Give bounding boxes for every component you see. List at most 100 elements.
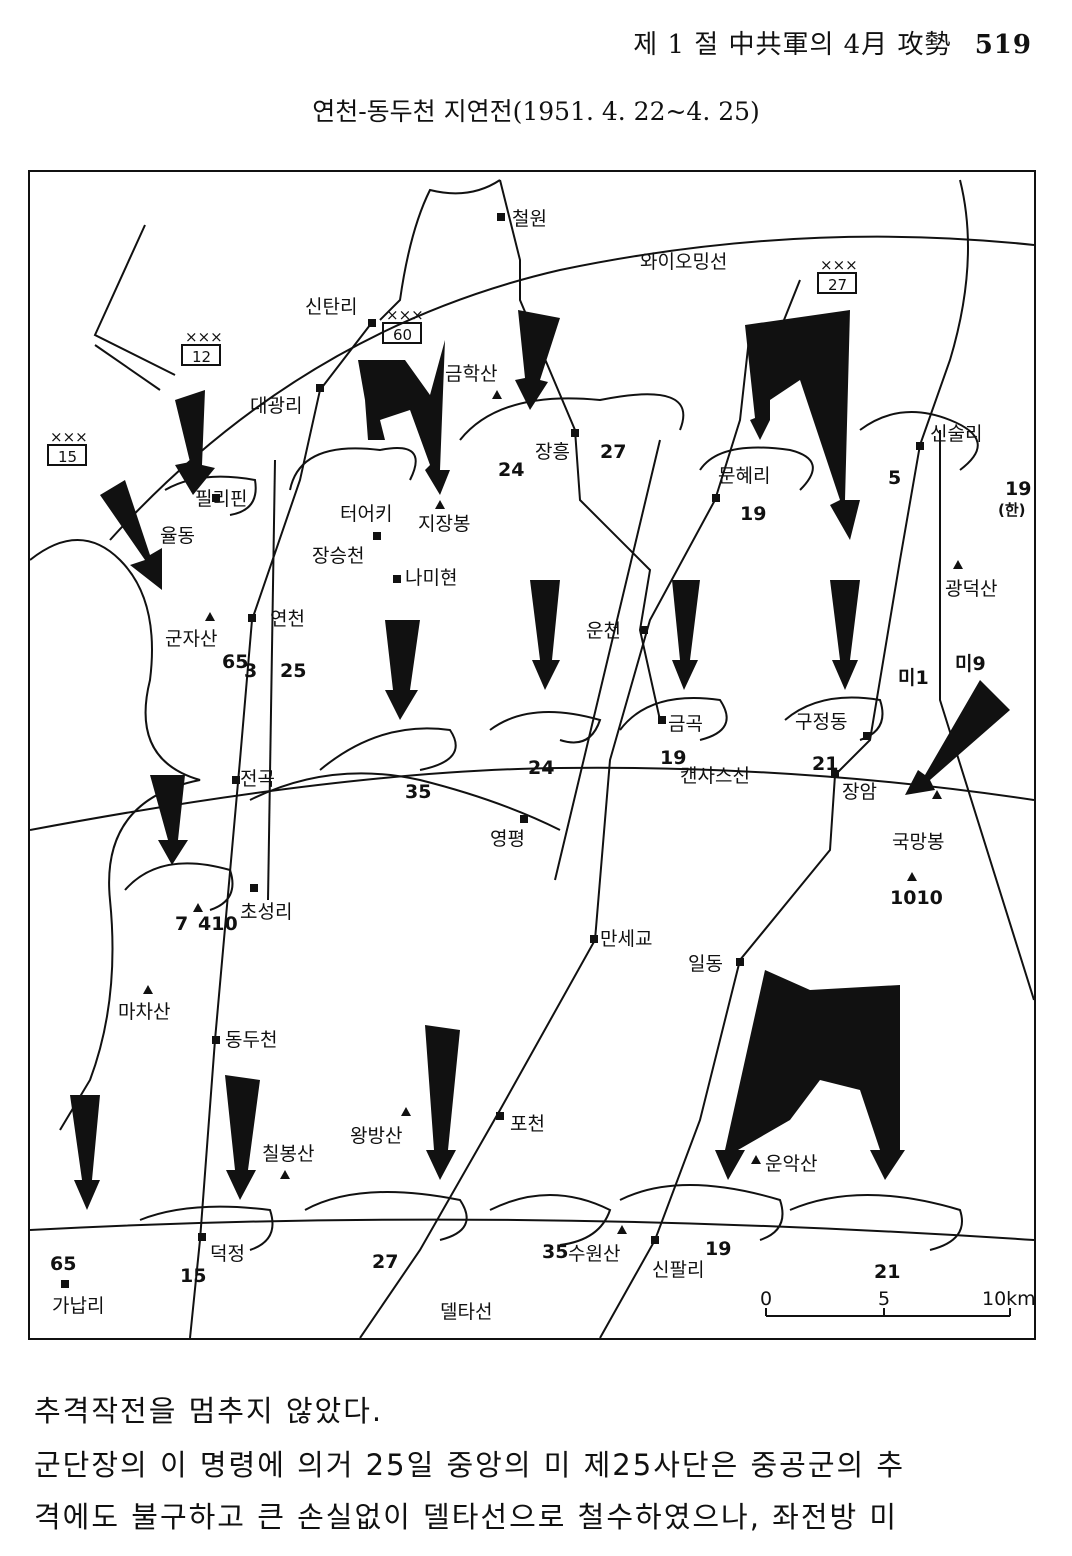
paragraph-2: 군단장의 이 명령에 의거 25일 중앙의 미 제25사단은 중공군의 추 (34, 1448, 906, 1482)
unit-21a: 21 (812, 753, 838, 775)
svg-text:×××: ××× (50, 428, 88, 446)
arrow-delta-left (70, 1095, 100, 1210)
arrow-uncheon-2 (672, 580, 700, 690)
section-title: 제 1 절 中共軍의 4月 攻勢 (633, 30, 952, 60)
label-yeoncheon: 연천 (270, 608, 305, 630)
road-munhye (359, 329, 751, 1338)
label-gukmangbong: 국망봉 (892, 831, 944, 853)
label-geumhaksan: 금학산 (445, 363, 497, 385)
scale-five: 5 (878, 1288, 890, 1310)
road-cheorwon (379, 179, 501, 321)
map-title: 연천-동두천 지연전(1951. 4. 22~4. 25) (312, 97, 760, 126)
unit-65b: 65 (50, 1253, 76, 1275)
scale-ten: 10km (982, 1288, 1036, 1310)
unit-19b: 19 (1005, 478, 1031, 500)
arrow-uncheon-1 (530, 580, 560, 690)
unit-19-kr: (한) (998, 501, 1026, 519)
arrow-yuldong (100, 480, 162, 590)
label-janghung: 장흥 (535, 441, 570, 463)
corps-12: 12 (192, 348, 211, 366)
town-markers (61, 213, 924, 1288)
hill-loop-12 (619, 1184, 784, 1241)
hill-loop-2 (289, 447, 417, 491)
label-sinpalri: 신팔리 (652, 1259, 704, 1281)
label-gujeongdong: 구정동 (795, 711, 847, 733)
hill-loop-3 (699, 446, 814, 491)
corps-60: 60 (393, 326, 412, 344)
label-namihyeon: 나미현 (405, 567, 457, 589)
label-munhyeri: 문혜리 (718, 465, 770, 487)
label-gwangdeoksan: 광덕산 (945, 578, 997, 600)
unit-3: 3 (244, 660, 257, 682)
label-dongducheon: 동두천 (225, 1029, 277, 1051)
wyoming-line (109, 235, 1034, 541)
label-ganamri: 가납리 (52, 1295, 104, 1317)
map-frame (28, 170, 1036, 1340)
peak-markers (143, 390, 963, 1234)
north-indicator (93, 224, 176, 391)
corps-12-box (181, 344, 221, 366)
hill-loop-4 (859, 411, 979, 471)
arrow-nami (385, 620, 420, 720)
arrow-wangbang (425, 1025, 460, 1180)
svg-text:×××: ××× (386, 306, 424, 324)
corps-60-box (382, 322, 422, 344)
unit-15: 15 (180, 1265, 206, 1287)
label-chilbongsan: 칠봉산 (262, 1143, 314, 1165)
label-sintanri: 신탄리 (305, 296, 357, 318)
corps-27-box (817, 272, 857, 294)
hill-loop-10 (304, 1191, 468, 1241)
unit-35b: 35 (542, 1241, 568, 1263)
corps-27: 27 (828, 276, 847, 294)
arrow-jeongok (150, 775, 188, 865)
label-jangam: 장암 (842, 781, 877, 803)
label-jijangbong: 지장봉 (418, 513, 470, 535)
unit-7: 7 (175, 913, 188, 935)
corps-marks: ××× ××× ××× ××× (50, 256, 858, 446)
delta-line (30, 1218, 1034, 1241)
label-daegwangri: 대광리 (250, 395, 302, 417)
road-right (599, 179, 969, 1338)
label-unaksan: 운악산 (765, 1153, 817, 1175)
svg-text:×××: ××× (820, 256, 858, 274)
unit-19c: 19 (660, 747, 686, 769)
label-jeongok: 전곡 (240, 768, 275, 790)
unit-35a: 35 (405, 781, 431, 803)
hill-loop-11 (489, 1194, 612, 1246)
unit-27b: 27 (372, 1251, 398, 1273)
arrow-dongducheon (225, 1075, 260, 1200)
arrow-mi (905, 680, 1010, 795)
road-cheorwon-2 (499, 179, 661, 721)
label-gunjasan: 군자산 (165, 628, 217, 650)
label-kansas: 캔사스선 (680, 765, 750, 787)
label-jangseungcheon: 장승천 (312, 545, 364, 567)
hill-loop-6 (489, 711, 602, 744)
label-wyoming: 와이오밍선 (640, 251, 727, 273)
label-wangbangsan: 왕방산 (350, 1125, 402, 1147)
label-geumgok: 금곡 (668, 713, 703, 735)
river-mid (249, 772, 561, 831)
unit-24b: 24 (528, 757, 554, 779)
label-deokjeong: 덕정 (210, 1243, 245, 1265)
unit-mi1: 미1 (898, 667, 929, 689)
unit-21b: 21 (874, 1261, 900, 1283)
unit-27a: 27 (600, 441, 626, 463)
hill-loop-5 (319, 727, 457, 771)
hill-loop-9 (124, 862, 234, 911)
label-machasan: 마차산 (118, 1001, 170, 1023)
label-yeongpyeong: 영평 (490, 828, 525, 850)
arrow-unak (715, 970, 905, 1180)
paragraph-3: 격에도 불구하고 큰 손실없이 델타선으로 철수하였으나, 좌전방 미 (34, 1500, 899, 1534)
unit-19a: 19 (740, 503, 766, 525)
label-pocheon: 포천 (510, 1113, 545, 1135)
label-philippine: 필리핀 (195, 488, 247, 510)
river-left (30, 539, 201, 1131)
hill-loop-8 (784, 696, 884, 741)
label-mansegyo: 만세교 (600, 928, 652, 950)
arrow-12 (175, 390, 215, 495)
hill-loop-1 (459, 393, 685, 441)
river-yeoncheon (267, 459, 276, 901)
label-uncheon: 운천 (586, 620, 621, 642)
corps-15: 15 (58, 448, 77, 466)
unit-65a: 65 (222, 651, 248, 673)
